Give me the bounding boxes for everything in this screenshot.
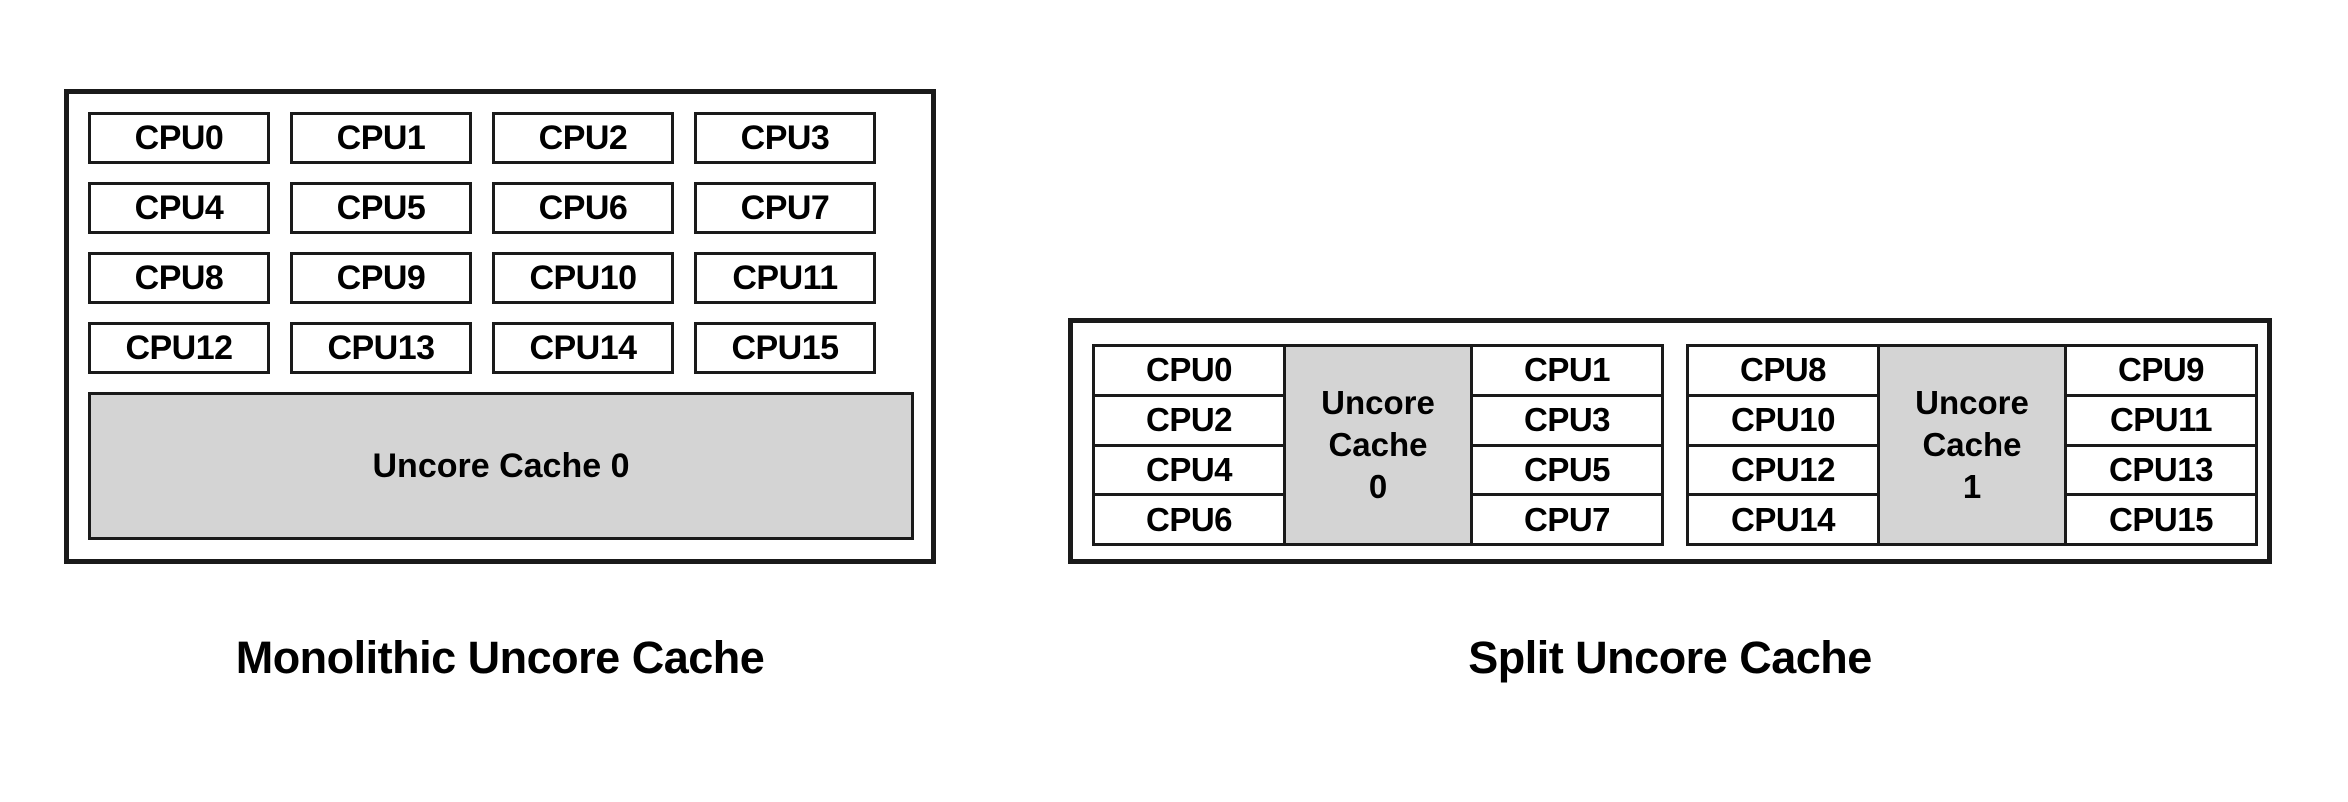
- cpu-box[interactable]: CPU3: [1470, 393, 1664, 447]
- cpu-box[interactable]: CPU1: [1470, 344, 1664, 397]
- cpu-box[interactable]: CPU4: [88, 182, 270, 234]
- uncore-cache-index: 1: [1962, 468, 1982, 506]
- monolithic-caption: Monolithic Uncore Cache: [235, 632, 765, 683]
- uncore-cache-block[interactable]: Uncore Cache 0: [88, 392, 914, 540]
- split-caption: Split Uncore Cache: [1468, 632, 1872, 683]
- cpu-box[interactable]: CPU11: [694, 252, 876, 304]
- uncore-cache-label-line1: Uncore: [1915, 383, 2029, 421]
- cpu-box[interactable]: CPU4: [1092, 443, 1286, 497]
- cpu-box[interactable]: CPU5: [290, 182, 472, 234]
- uncore-cache-block[interactable]: Uncore Cache 0: [1283, 344, 1473, 546]
- split-package-outline: CPU0 CPU2 CPU4 CPU6 Uncore Cache 0 CPU1 …: [1068, 318, 2272, 564]
- cpu-box[interactable]: CPU7: [1470, 493, 1664, 546]
- cpu-box[interactable]: CPU14: [1686, 493, 1880, 546]
- cpu-box[interactable]: CPU5: [1470, 443, 1664, 497]
- cpu-box[interactable]: CPU8: [88, 252, 270, 304]
- split-cluster-container: CPU0 CPU2 CPU4 CPU6 Uncore Cache 0 CPU1 …: [1092, 344, 2258, 546]
- cpu-box[interactable]: CPU1: [290, 112, 472, 164]
- uncore-cache-block[interactable]: Uncore Cache 1: [1877, 344, 2067, 546]
- cpu-box[interactable]: CPU10: [492, 252, 674, 304]
- cpu-box[interactable]: CPU13: [2064, 443, 2258, 497]
- cpu-box[interactable]: CPU12: [1686, 443, 1880, 497]
- cpu-box[interactable]: CPU2: [1092, 393, 1286, 447]
- uncore-cache-index: 0: [1368, 468, 1388, 506]
- cpu-box[interactable]: CPU6: [492, 182, 674, 234]
- cpu-box[interactable]: CPU11: [2064, 393, 2258, 447]
- cpu-box[interactable]: CPU10: [1686, 393, 1880, 447]
- cpu-box[interactable]: CPU3: [694, 112, 876, 164]
- cpu-box[interactable]: CPU0: [1092, 344, 1286, 397]
- cpu-column-right: CPU9 CPU11 CPU13 CPU15: [2064, 344, 2258, 546]
- cpu-box[interactable]: CPU6: [1092, 493, 1286, 546]
- split-cluster: CPU8 CPU10 CPU12 CPU14 Uncore Cache 1 CP…: [1686, 344, 2258, 546]
- cpu-column-left: CPU0 CPU2 CPU4 CPU6: [1092, 344, 1286, 546]
- cpu-box[interactable]: CPU9: [290, 252, 472, 304]
- cpu-column-right: CPU1 CPU3 CPU5 CPU7: [1470, 344, 1664, 546]
- cpu-box[interactable]: CPU8: [1686, 344, 1880, 397]
- cpu-box[interactable]: CPU0: [88, 112, 270, 164]
- split-cluster: CPU0 CPU2 CPU4 CPU6 Uncore Cache 0 CPU1 …: [1092, 344, 1664, 546]
- cpu-column-left: CPU8 CPU10 CPU12 CPU14: [1686, 344, 1880, 546]
- cpu-box[interactable]: CPU9: [2064, 344, 2258, 397]
- monolithic-cpu-grid: CPU0 CPU1 CPU2 CPU3 CPU4 CPU5 CPU6 CPU7 …: [88, 112, 914, 374]
- cpu-box[interactable]: CPU15: [2064, 493, 2258, 546]
- uncore-cache-label-line2: Cache: [1328, 425, 1428, 463]
- cpu-box[interactable]: CPU7: [694, 182, 876, 234]
- cpu-box[interactable]: CPU15: [694, 322, 876, 374]
- cpu-box[interactable]: CPU2: [492, 112, 674, 164]
- cpu-box[interactable]: CPU12: [88, 322, 270, 374]
- uncore-cache-label-line2: Cache: [1922, 425, 2022, 463]
- cpu-box[interactable]: CPU14: [492, 322, 674, 374]
- cpu-box[interactable]: CPU13: [290, 322, 472, 374]
- uncore-cache-label-line1: Uncore: [1321, 383, 1435, 421]
- monolithic-package-outline: CPU0 CPU1 CPU2 CPU3 CPU4 CPU5 CPU6 CPU7 …: [64, 89, 936, 564]
